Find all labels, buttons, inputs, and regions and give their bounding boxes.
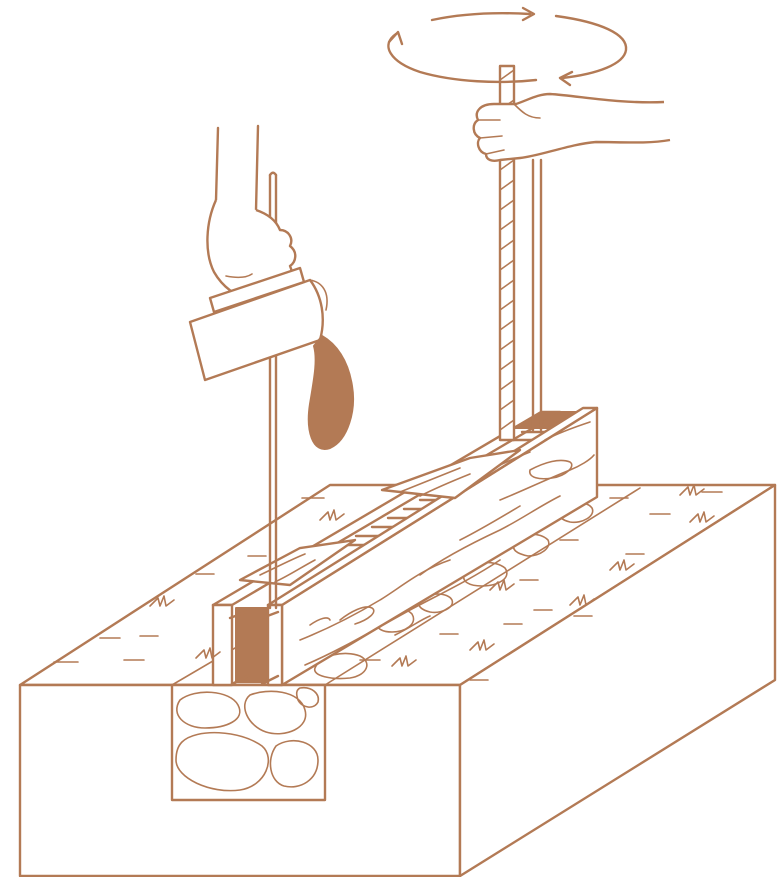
bucket-icon: [190, 268, 327, 380]
formwork-right-end-post: [268, 605, 282, 685]
trench-section: [172, 685, 325, 800]
hand-icon: [474, 94, 670, 161]
mud-front-section: [236, 608, 268, 682]
mud-stream: [309, 336, 353, 449]
left-arm: [216, 128, 218, 200]
formwork-left-end-post: [213, 605, 232, 685]
